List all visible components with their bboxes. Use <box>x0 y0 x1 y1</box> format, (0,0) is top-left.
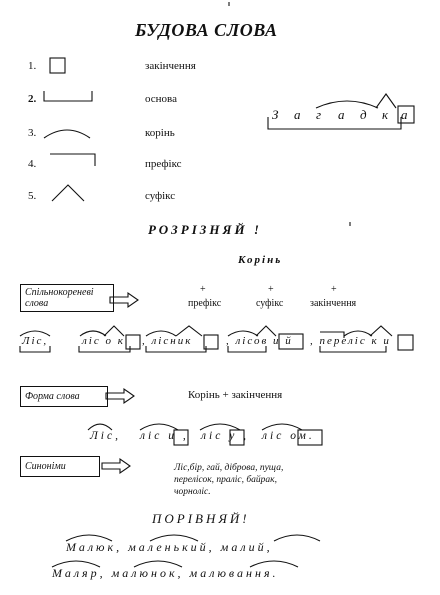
legend-label-suffix: суфікс <box>145 190 176 202</box>
word-pereliski: , переліс к и <box>310 335 391 347</box>
root-arc-icon <box>273 534 321 542</box>
word-lisok: ліс о к <box>82 335 125 347</box>
suffix-caret-icon <box>375 93 397 109</box>
suffix-caret-icon <box>51 184 85 202</box>
root-arc-icon <box>43 129 91 139</box>
part-ending: закінчення <box>310 298 357 309</box>
example-letter: к <box>382 107 392 122</box>
plus-sign: + <box>268 284 274 295</box>
compare-line: Малюк, маленький, малий, <box>66 540 273 554</box>
legend-num-5: 5. <box>28 190 37 202</box>
section-heading-porivnyai: ПОРІВНЯЙ! <box>152 511 250 526</box>
label-box-forma: Форма слова <box>20 386 108 407</box>
plus-sign: + <box>331 284 337 295</box>
ending-box-icon <box>125 334 141 350</box>
example-letter: г <box>316 107 325 122</box>
example-letter: а <box>294 107 304 122</box>
prefix-corner-icon <box>320 331 345 338</box>
arrow-right-icon <box>105 387 135 405</box>
root-arc-icon <box>145 330 177 337</box>
label-box-spilnokor: Спільнокореневі слова <box>20 284 114 312</box>
root-arc-icon <box>139 423 179 431</box>
legend-label-stem: основа <box>145 93 177 105</box>
root-arc-icon <box>261 423 303 431</box>
synonyms-line: чорноліс. <box>174 487 211 497</box>
prefix-corner-icon <box>50 153 96 166</box>
formula-text: Корінь + закінчення <box>188 389 283 401</box>
ending-box-icon <box>397 334 414 351</box>
label-line: слова <box>25 298 49 309</box>
legend-num-3: 3. <box>28 127 37 139</box>
example-letter: д <box>360 107 370 122</box>
root-arc-icon <box>315 100 379 109</box>
root-arc-icon <box>199 423 241 431</box>
root-arc-icon <box>87 423 113 431</box>
plus-sign: + <box>200 284 206 295</box>
stem-bracket-icon <box>319 346 387 353</box>
root-arc-icon <box>79 330 107 337</box>
root-arc-icon <box>19 330 51 337</box>
stem-bracket-icon <box>145 346 207 353</box>
compare-line: Маляр, малюнок, малювання. <box>52 566 279 580</box>
legend-label-root: корінь <box>145 127 175 139</box>
legend-label-prefix: префікс <box>145 158 182 170</box>
ending-box-icon <box>397 105 415 124</box>
page-title: БУДОВА СЛОВА <box>135 20 278 40</box>
ending-box-icon <box>49 57 66 74</box>
ending-box-icon <box>297 429 323 446</box>
legend-label-ending: закінчення <box>145 60 196 72</box>
legend-num-1: 1. <box>28 60 37 72</box>
legend-num-4: 4. <box>28 158 37 170</box>
ending-box-icon <box>278 333 304 350</box>
root-arc-icon <box>227 330 259 337</box>
suffix-caret-icon <box>175 325 203 337</box>
word-lisom: ліс ом. <box>262 430 315 442</box>
suffix-caret-icon <box>103 325 125 337</box>
label-line: Форма слова <box>25 391 80 402</box>
synonyms-line: перелісок, праліс, байрак, <box>174 475 277 485</box>
root-arc-icon <box>133 560 183 568</box>
root-arc-icon <box>343 330 373 337</box>
part-prefix: префікс <box>188 298 222 309</box>
stem-bracket-icon <box>43 91 93 102</box>
ending-box-icon <box>229 429 245 446</box>
example-letter: а <box>338 107 348 122</box>
word-lisu: ліс у , <box>201 430 250 442</box>
word-lisnyk: , лісник <box>142 335 193 347</box>
stem-bracket-icon <box>267 117 402 130</box>
example-letter: З <box>272 107 282 122</box>
root-arc-icon <box>149 534 199 542</box>
part-suffix: суфікс <box>256 298 284 309</box>
legend-num-2: 2. <box>28 93 37 105</box>
word-lis-form: Ліс, <box>90 430 121 442</box>
root-arc-icon <box>249 560 299 568</box>
label-line: Спільнокореневі <box>25 287 94 298</box>
arrow-right-icon <box>109 291 139 309</box>
synonyms-line: Ліс,бір, гай, діброва, пуща, <box>174 463 284 473</box>
root-arc-icon <box>65 534 113 542</box>
arrow-right-icon <box>101 457 131 475</box>
word-lis: Ліс, <box>22 335 49 347</box>
root-arc-icon <box>51 560 101 568</box>
suffix-caret-icon <box>369 325 393 337</box>
stem-bracket-icon <box>227 346 267 353</box>
stem-bracket-icon <box>78 346 131 353</box>
section-heading-rozriznyai: РОЗРІЗНЯЙ ! <box>148 222 262 237</box>
suffix-caret-icon <box>255 325 277 337</box>
label-box-synonimy: Синоніми <box>20 456 100 477</box>
label-line: Синоніми <box>25 461 66 472</box>
example-letter: а <box>401 107 411 122</box>
korin-heading: Корінь <box>238 254 283 266</box>
stem-bracket-icon <box>19 346 51 353</box>
ending-box-icon <box>203 334 219 350</box>
word-lisovyi: , лісов и й <box>226 335 293 347</box>
ending-box-icon <box>173 429 189 446</box>
